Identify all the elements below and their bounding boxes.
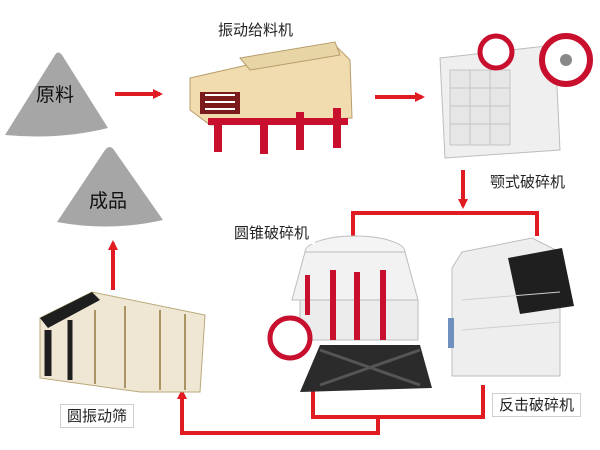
impact-crusher-illustration — [448, 237, 574, 377]
cone-crusher-label: 圆锥破碎机 — [228, 222, 316, 244]
jaw-crusher-illustration — [439, 33, 593, 159]
impact-crusher-label: 反击破碎机 — [492, 393, 582, 417]
raw-material-pile — [5, 52, 108, 137]
finished-product-label: 成品 — [89, 190, 128, 212]
vibrating-feeder-label: 振动给料机 — [212, 19, 300, 41]
vibrating-screen-label: 圆振动筛 — [60, 404, 135, 428]
jaw-crusher-label: 颚式破碎机 — [484, 171, 572, 193]
connector-top-loop — [351, 211, 539, 238]
vibrating-screen-illustration — [39, 291, 206, 393]
arrow-return-to-screen — [177, 389, 380, 435]
cone-crusher-illustration — [267, 235, 432, 392]
raw-material-label: 原料 — [36, 84, 75, 106]
connector-bottom-loop — [311, 385, 485, 419]
vibrating-feeder-illustration — [189, 41, 353, 154]
finished-product-pile — [57, 147, 163, 227]
